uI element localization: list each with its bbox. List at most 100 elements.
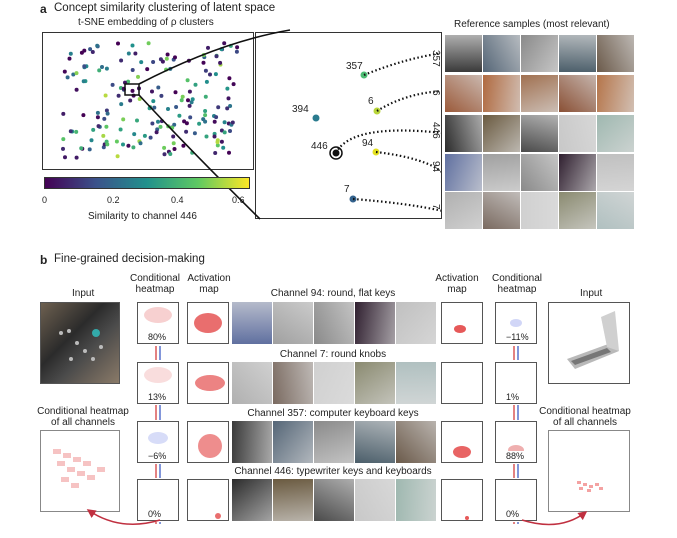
row-label-357: 357 (430, 50, 441, 67)
tsne-point (203, 119, 208, 124)
heat-blob (510, 319, 522, 327)
tsne-point (121, 117, 126, 122)
reference-thumb (559, 35, 596, 72)
left-activation-map-0 (187, 302, 229, 344)
row-label-7: 7 (430, 204, 441, 210)
tsne-point (101, 133, 106, 138)
tsne-point (95, 43, 100, 48)
zoom-scatter (312, 51, 444, 213)
tsne-point (81, 113, 86, 118)
node-446-ring (329, 146, 343, 160)
tsne-point (118, 127, 123, 132)
reference-thumb (521, 35, 558, 72)
left-cond-percent: 13% (147, 392, 168, 402)
tsne-point (166, 107, 170, 111)
left-cond-percent: 0% (147, 509, 163, 519)
tsne-point (168, 152, 173, 156)
tsne-point (181, 143, 186, 148)
tsne-point (203, 113, 208, 118)
tsne-point (187, 89, 192, 94)
channel-sample-thumb (314, 421, 354, 463)
node-label-94: 94 (362, 138, 374, 149)
tsne-point (192, 131, 197, 136)
left-cond-percent: 80% (147, 332, 168, 342)
left-cond-heatmap-2 (137, 421, 179, 463)
tsne-point (235, 45, 240, 50)
colorbar-tick-0: 0 (42, 195, 48, 205)
tsne-point (68, 129, 73, 134)
reference-thumb (559, 154, 596, 191)
right-activation-label: Activation map (432, 273, 482, 295)
panel-a-title: Concept similarity clustering of latent … (54, 2, 276, 14)
tsne-point (228, 129, 232, 133)
tsne-point (203, 68, 208, 73)
left-cond-percent: −6% (147, 451, 168, 461)
tsne-point (63, 155, 67, 160)
tsne-point (152, 105, 157, 110)
tsne-point (95, 115, 100, 120)
tsne-point (148, 135, 153, 140)
tsne-point (105, 142, 110, 147)
left-all-channels-heatmap (40, 430, 120, 512)
tsne-point (188, 115, 193, 120)
tsne-point (234, 49, 239, 54)
channel-sample-thumb (273, 421, 313, 463)
tsne-point (197, 121, 202, 126)
tsne-point (214, 115, 219, 120)
channel-sample-thumb (355, 479, 395, 521)
tsne-point (123, 80, 127, 85)
tsne-point (180, 94, 185, 99)
reference-thumb (597, 154, 634, 191)
left-activation-map-2 (187, 421, 229, 463)
tsne-point (74, 129, 79, 134)
tsne-point (219, 139, 224, 144)
reference-thumb (483, 75, 520, 112)
reference-grid (445, 35, 637, 229)
reference-thumb (483, 35, 520, 72)
channel-sample-thumb (355, 362, 395, 404)
right-activation-map-2 (441, 421, 483, 463)
channel-sample-thumb (396, 302, 436, 344)
tsne-point (87, 147, 92, 152)
tsne-point (104, 66, 109, 71)
tsne-point (82, 48, 87, 53)
tsne-point (71, 72, 76, 77)
right-all-channels-label-text: Conditional heatmap of all channels (539, 406, 631, 428)
right-input-image (548, 302, 630, 384)
tsne-point (189, 100, 194, 105)
channel-label-7: Channel 7: round knobs (279, 349, 387, 360)
reference-thumb (559, 115, 596, 152)
channel-sample-thumb (232, 362, 272, 404)
reference-thumb (445, 35, 482, 72)
node-label-446: 446 (311, 141, 328, 152)
tsne-plot (42, 32, 254, 170)
tsne-point (121, 86, 126, 91)
left-input-image (40, 302, 120, 384)
tsne-point (126, 51, 131, 56)
right-activation-map-0 (441, 302, 483, 344)
tsne-point (62, 69, 67, 74)
tsne-point (130, 68, 135, 72)
channel-sample-thumb (396, 421, 436, 463)
colorbar-label: Similarity to channel 446 (88, 211, 197, 222)
heat-blob (195, 375, 225, 391)
tsne-point (154, 130, 159, 135)
tsne-point (68, 51, 73, 56)
tsne-point (226, 96, 231, 101)
tsne-point (126, 79, 131, 84)
tsne-point (201, 60, 206, 65)
right-activation-label-text: Activation map (435, 273, 479, 295)
tsne-point (164, 67, 169, 72)
row-label-6: 6 (430, 90, 441, 96)
heat-blob (454, 325, 466, 333)
tsne-point (121, 142, 125, 147)
tsne-point (102, 116, 107, 121)
channel-sample-thumb (396, 479, 436, 521)
tsne-point (156, 119, 160, 124)
row-label-94: 94 (430, 161, 441, 173)
tsne-point (142, 133, 147, 138)
tsne-point (184, 129, 189, 134)
tsne-point (67, 56, 72, 61)
tsne-point (222, 41, 227, 46)
left-activation-map-1 (187, 362, 229, 404)
